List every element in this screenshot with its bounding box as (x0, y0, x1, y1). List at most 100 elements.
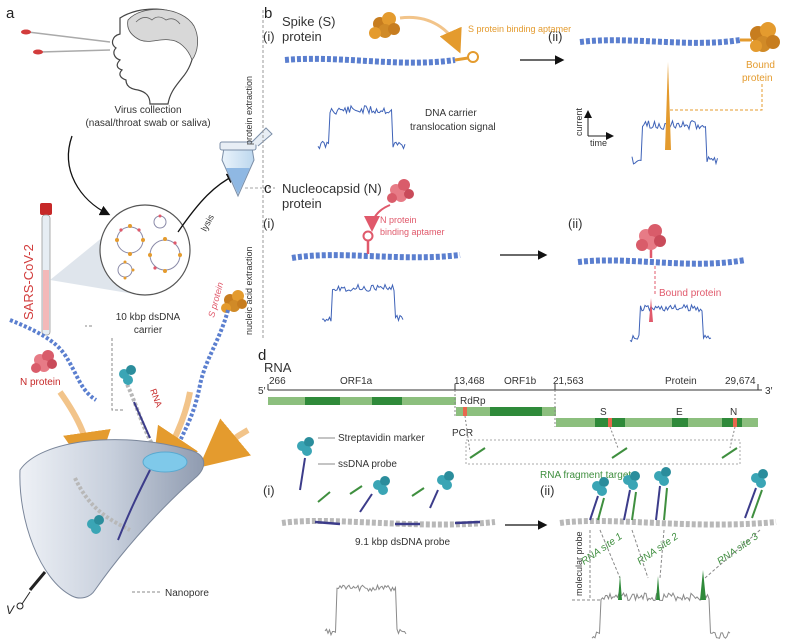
dna-carrier-c-ii (577, 257, 746, 267)
dsdna-carrier-strand-right (176, 309, 230, 446)
n-protein-icon (387, 179, 414, 203)
free-probe-icons (297, 437, 454, 513)
streptavidin-icon (297, 437, 314, 456)
pos-21563-label: 21,563 (553, 376, 584, 387)
n-site-marker (733, 418, 737, 427)
protein-spike-c (649, 298, 653, 322)
dna-signal-label: DNA carrier (425, 108, 477, 119)
dsdna-carrier-strand-left (9, 318, 98, 402)
virus-collection-label: Virus collection (114, 105, 181, 116)
bound-protein-sub-label-b: protein (742, 73, 773, 84)
streptavidin-icon (592, 477, 609, 496)
orf1a-label: ORF1a (340, 376, 373, 387)
streptavidin-icon (623, 471, 640, 490)
binding-arrow-n (364, 204, 391, 232)
pos-13468-label: 13,468 (454, 376, 485, 387)
dna-carrier-b-i (284, 55, 456, 66)
carrier-label: 10 kbp dsDNA (116, 312, 181, 323)
streptavidin-icon (373, 476, 390, 495)
dna-carrier-c-i (291, 252, 461, 261)
nucleocapsid-title: Nucleocapsid (N) (282, 181, 382, 196)
s-site-marker (608, 418, 612, 427)
carrier-pointer-rna (111, 338, 125, 411)
person-head-icon (111, 8, 198, 105)
spike-title: Spike (S) (282, 14, 335, 29)
pos-29674-label: 29,674 (725, 376, 756, 387)
rdrp-label: RdRp (460, 396, 486, 407)
five-prime-label: 5′ (258, 386, 266, 397)
lysate-tube-icon (219, 127, 273, 198)
sars-cov-2-label: SARS-CoV-2 (21, 244, 36, 320)
virus-collection-sub-label: (nasal/throat swab or saliva) (85, 118, 210, 129)
protein-extraction-label: protein extraction (244, 76, 254, 145)
axes-icon (584, 110, 614, 140)
rna-site-3-spike (700, 570, 706, 600)
streptavidin-label: Streptavidin marker (338, 433, 425, 444)
ssdna-probe-label: ssDNA probe (338, 459, 397, 470)
bound-s-protein-icon (750, 22, 780, 52)
e-gene-label: E (676, 407, 683, 418)
orf1a-bar (268, 397, 456, 405)
pcr-box (465, 439, 741, 465)
funnel-arrow-right (198, 418, 252, 468)
dna-carrier-b-ii (579, 37, 741, 46)
nucleocapsid-step-ii: (ii) (568, 216, 582, 231)
molecular-probe-label: molecular probe (574, 531, 584, 596)
s-aptamer-stem (454, 56, 469, 62)
virus-zoom-circle (99, 204, 191, 296)
protein-spike-b (665, 62, 671, 150)
protein-region-bar (556, 418, 758, 427)
pos-266-label: 266 (269, 376, 286, 387)
swab-icon (21, 29, 111, 55)
pcr-label: PCR (452, 428, 473, 439)
rna-site-3-label: RNA site 3 (715, 531, 761, 567)
bound-probe-icons (589, 467, 768, 521)
time-axis-label: time (590, 138, 607, 148)
streptavidin-icon (751, 469, 768, 488)
streptavidin-icon (437, 471, 454, 490)
collection-arrow (67, 135, 111, 216)
sample-tube-icon (40, 203, 52, 336)
rna-title: RNA (264, 360, 292, 375)
rna-site-1-spike (618, 575, 622, 600)
dsdna-probe-label: 9.1 kbp dsDNA probe (355, 537, 450, 548)
translocation-signal-c-ii (629, 303, 712, 343)
carrier-sub-label: carrier (134, 325, 163, 336)
rna-label: RNA (148, 387, 164, 408)
panel-label-c: c (264, 180, 272, 197)
s-protein-icon (369, 12, 400, 39)
rna-step-i: (i) (263, 483, 275, 498)
n-gene-label: N (730, 407, 737, 418)
current-axis-label: current (574, 107, 584, 136)
translocation-signal-b-i (317, 104, 406, 150)
rdrp-site-marker (463, 407, 467, 416)
ssdna-probe-segment (133, 401, 151, 439)
bound-n-protein-icon (636, 224, 666, 251)
lysis-label: lysis (199, 212, 216, 233)
rna-site-2-spike (656, 576, 660, 600)
spike-title-sub: protein (282, 29, 322, 44)
translocation-signal-c-i (321, 283, 404, 323)
s-aptamer-label: S protein binding aptamer (468, 24, 571, 34)
bound-pointer-b (668, 84, 763, 111)
three-prime-label: 3′ (765, 386, 773, 397)
panel-label-d: d (258, 347, 266, 364)
panel-label-a: a (6, 5, 15, 22)
orf1b-label: ORF1b (504, 376, 537, 387)
lysis-arrow (177, 173, 238, 233)
nucleocapsid-title-sub: protein (282, 196, 322, 211)
s-gene-label: S (600, 407, 607, 418)
dna-signal-sub-label: translocation signal (410, 122, 496, 133)
n-aptamer-sub-label: binding aptamer (380, 227, 445, 237)
n-protein-icon (31, 350, 57, 373)
dsdna-probe-d-ii (559, 517, 777, 528)
spike-step-i: (i) (263, 29, 275, 44)
bound-protein-label-c: Bound protein (659, 288, 721, 299)
binding-arrow-s (399, 15, 462, 54)
nucleic-acid-extraction-label: nucleic acid extraction (244, 246, 254, 335)
panel-label-b: b (264, 5, 272, 22)
s-protein-label: S protein (206, 281, 225, 318)
translocation-signal-d-ii (591, 591, 731, 639)
dsdna-probe-d-i (281, 517, 496, 528)
